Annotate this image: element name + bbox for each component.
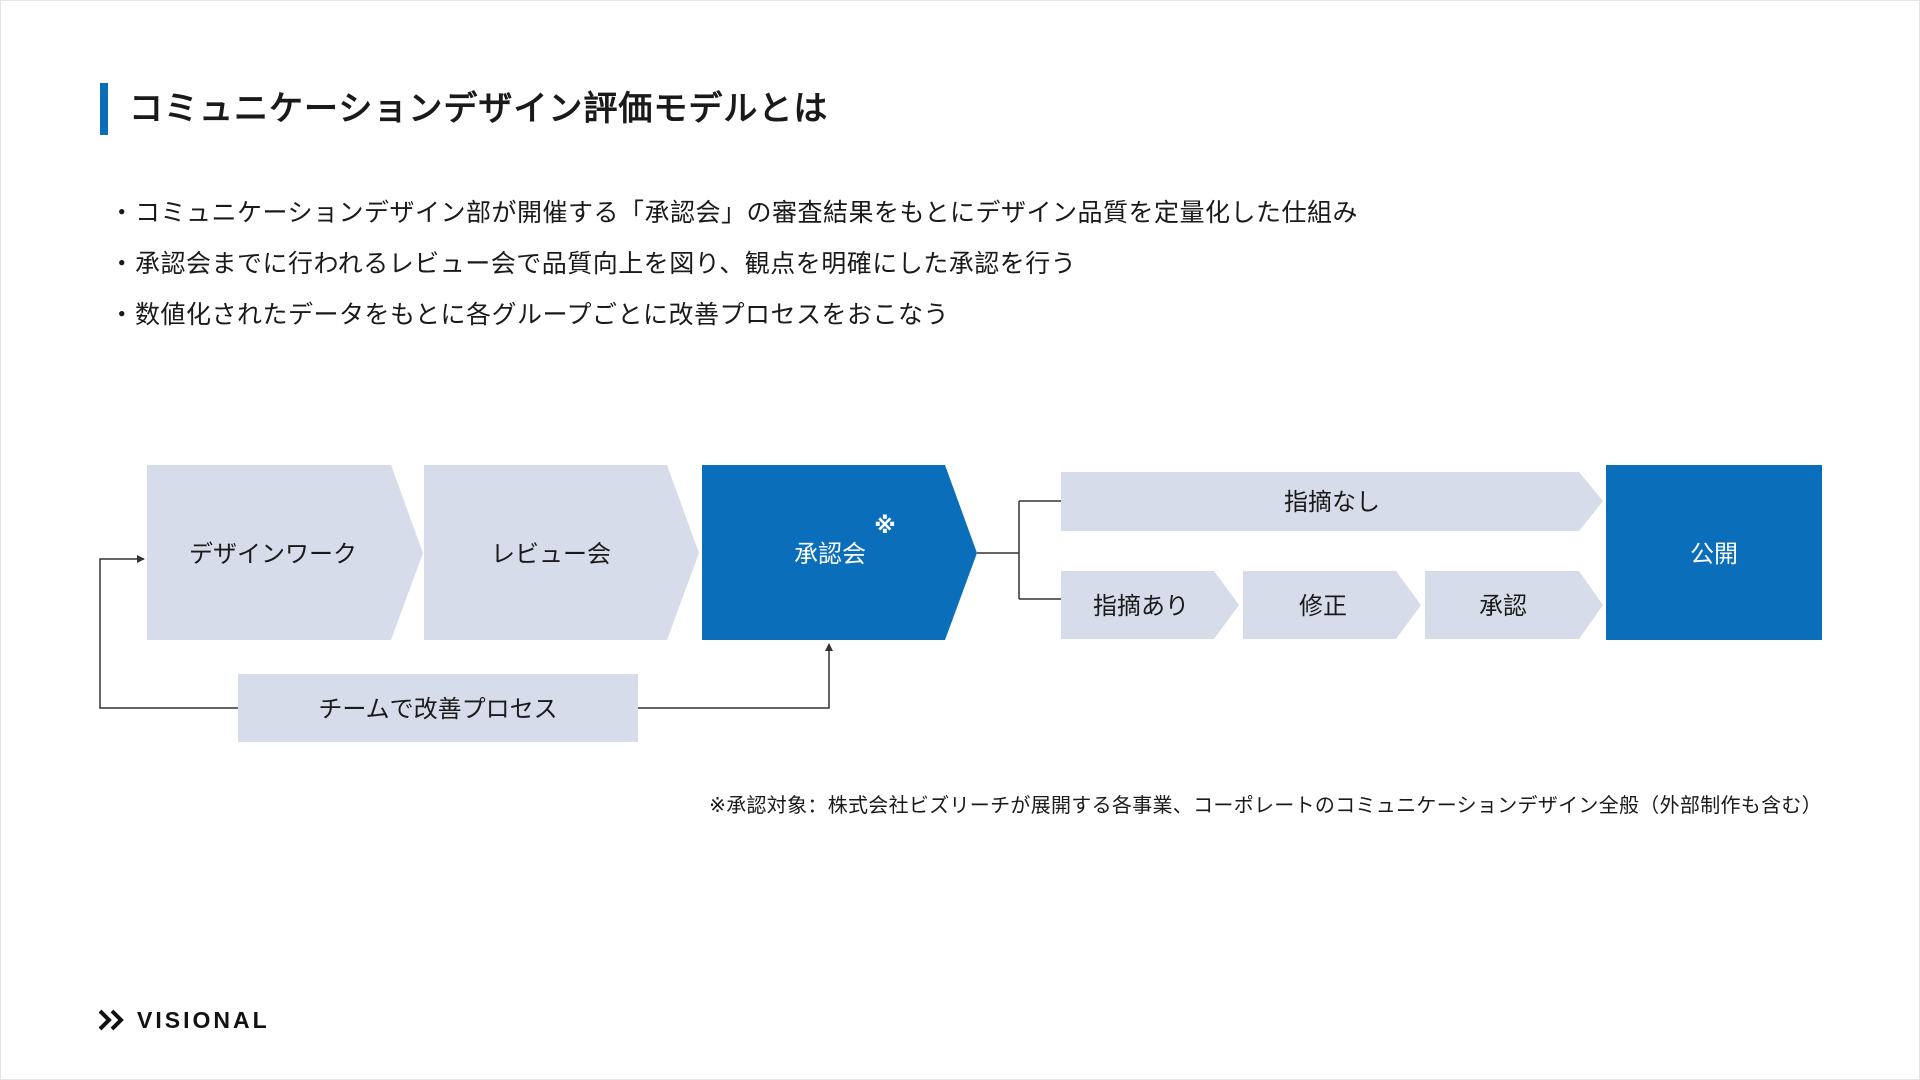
loop-arrow-left [99, 555, 238, 709]
bullet-list: ・コミュニケーションデザイン部が開催する「承認会」の審査結果をもとにデザイン品質… [109, 187, 1358, 340]
step-has-issues: 指摘あり [1061, 571, 1239, 639]
bullet-text: コミュニケーションデザイン部が開催する「承認会」の審査結果をもとにデザイン品質を… [135, 198, 1359, 227]
step-publish: 公開 [1606, 465, 1822, 640]
step-approve-label: 承認 [1479, 592, 1527, 620]
step-design-work-label: デザインワーク [189, 540, 357, 568]
step-fix-label: 修正 [1299, 592, 1347, 620]
loop-arrow-right [638, 643, 833, 709]
visional-logo: VISIONAL [99, 1005, 270, 1035]
step-approve-shape [1425, 571, 1603, 639]
step-review: レビュー会 [424, 465, 699, 640]
footnote: ※承認対象：株式会社ビズリーチが展開する各事業、コーポレートのコミュニケーション… [709, 793, 1822, 817]
step-review-shape [424, 465, 699, 640]
bullet-marker: ・ [109, 249, 135, 278]
bullet-item: ・承認会までに行われるレビュー会で品質向上を図り、観点を明確にした承認を行う [109, 238, 1358, 289]
bullet-text: 承認会までに行われるレビュー会で品質向上を図り、観点を明確にした承認を行う [135, 249, 1077, 278]
step-publish-shape [1606, 465, 1822, 640]
page-title: コミュニケーションデザイン評価モデルとは [129, 89, 829, 129]
step-review-label: レビュー会 [491, 540, 611, 568]
step-approve: 承認 [1425, 571, 1603, 639]
step-no-issues-label: 指摘なし [1284, 488, 1380, 516]
step-publish-label: 公開 [1690, 540, 1738, 568]
step-fix: 修正 [1243, 571, 1421, 639]
bullet-item: ・コミュニケーションデザイン部が開催する「承認会」の審査結果をもとにデザイン品質… [109, 187, 1358, 238]
approval-asterisk: ※ [874, 514, 895, 539]
step-no-issues: 指摘なし [1061, 472, 1603, 531]
bullet-marker: ・ [109, 198, 135, 227]
bullet-text: 数値化されたデータをもとに各グループごとに改善プロセスをおこなう [135, 300, 950, 329]
title-accent-bar [100, 83, 108, 135]
logo-text: VISIONAL [137, 1006, 270, 1033]
step-design-work-shape [147, 465, 423, 640]
step-approval-meeting-label: 承認会 [794, 540, 866, 568]
step-design-work: デザインワーク [147, 465, 423, 640]
step-has-issues-shape [1061, 571, 1239, 639]
step-approval-meeting: 承認会 ※ [702, 465, 977, 640]
step-fix-shape [1243, 571, 1421, 639]
step-approval-meeting-shape [702, 465, 977, 640]
step-has-issues-label: 指摘あり [1093, 592, 1189, 620]
team-improvement-shape [238, 674, 638, 742]
team-improvement-box: チームで改善プロセス [238, 674, 638, 742]
step-no-issues-shape [1061, 472, 1603, 531]
team-improvement-label: チームで改善プロセス [318, 695, 557, 723]
bullet-marker: ・ [109, 300, 135, 329]
double-chevron-icon [99, 1009, 124, 1031]
bullet-item: ・数値化されたデータをもとに各グループごとに改善プロセスをおこなう [109, 289, 1358, 340]
